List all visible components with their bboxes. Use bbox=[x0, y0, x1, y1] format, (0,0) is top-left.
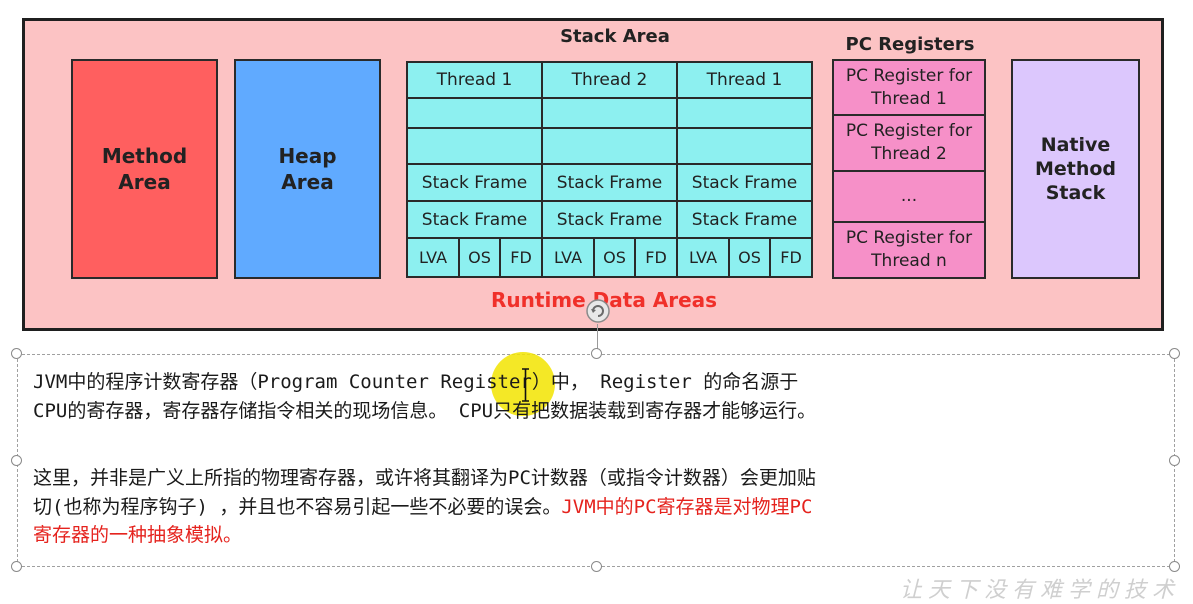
stack-frame-cell: Stack Frame bbox=[676, 163, 813, 202]
stack-frame-cell: Stack Frame bbox=[541, 200, 678, 239]
stack-cell-empty bbox=[676, 127, 813, 165]
resize-handle-middle-right[interactable] bbox=[1169, 455, 1180, 466]
stack-frame-cell: Stack Frame bbox=[406, 200, 543, 239]
pc-register-thread-2: PC Register for Thread 2 bbox=[832, 114, 986, 172]
thread-header-3: Thread 1 bbox=[676, 61, 813, 99]
thread-header-2: Thread 2 bbox=[541, 61, 678, 99]
stack-cell-empty bbox=[541, 127, 678, 165]
stack-cell-empty bbox=[676, 97, 813, 129]
paragraph-2-line-2[interactable]: 切(也称为程序钩子) ，并且也不容易引起一些不必要的误会。JVM中的PC寄存器是… bbox=[33, 494, 812, 521]
stack-frame-cell: Stack Frame bbox=[676, 200, 813, 239]
paragraph-1-line-1[interactable]: JVM中的程序计数寄存器（Program Counter Register）中，… bbox=[33, 371, 799, 393]
cursor-highlight bbox=[491, 352, 555, 416]
pc-registers-title: PC Registers bbox=[845, 34, 975, 55]
stack-frame-cell: Stack Frame bbox=[541, 163, 678, 202]
stack-area-title: Stack Area bbox=[560, 26, 670, 47]
pc-register-thread-1: PC Register for Thread 1 bbox=[832, 59, 986, 116]
runtime-data-areas-label: Runtime Data Areas bbox=[491, 288, 718, 312]
heap-area-box: Heap Area bbox=[234, 59, 381, 279]
resize-handle-bottom-right[interactable] bbox=[1169, 561, 1180, 572]
resize-handle-bottom-left[interactable] bbox=[11, 561, 22, 572]
rotate-handle-icon[interactable] bbox=[585, 298, 611, 324]
method-area-box: Method Area bbox=[71, 59, 218, 279]
fd-cell: FD bbox=[634, 237, 678, 278]
native-method-stack-box: Native Method Stack bbox=[1011, 59, 1140, 279]
paragraph-1-line-2[interactable]: CPU的寄存器，寄存器存储指令相关的现场信息。 CPU只有把数据装载到寄存器才能… bbox=[33, 400, 817, 422]
fd-cell: FD bbox=[769, 237, 813, 278]
fd-cell: FD bbox=[499, 237, 543, 278]
lva-cell: LVA bbox=[541, 237, 595, 278]
paragraph-2-normal-text: 切(也称为程序钩子) ，并且也不容易引起一些不必要的误会。 bbox=[33, 496, 562, 518]
resize-handle-top-right[interactable] bbox=[1169, 348, 1180, 359]
resize-handle-bottom-center[interactable] bbox=[591, 561, 602, 572]
lva-cell: LVA bbox=[676, 237, 730, 278]
os-cell: OS bbox=[728, 237, 771, 278]
stack-cell-empty bbox=[406, 97, 543, 129]
resize-handle-top-left[interactable] bbox=[11, 348, 22, 359]
paragraph-2-line-3[interactable]: 寄存器的一种抽象模拟。 bbox=[33, 524, 243, 546]
paragraph-2-highlight-text: JVM中的PC寄存器是对物理PC bbox=[561, 496, 813, 518]
watermark: 让天下没有难学的技术 bbox=[900, 578, 1181, 603]
pc-register-ellipsis: ... bbox=[832, 170, 986, 223]
thread-header-1: Thread 1 bbox=[406, 61, 543, 99]
pc-register-thread-n: PC Register for Thread n bbox=[832, 221, 986, 279]
stack-cell-empty bbox=[406, 127, 543, 165]
resize-handle-middle-left[interactable] bbox=[11, 455, 22, 466]
resize-handle-top-center[interactable] bbox=[591, 348, 602, 359]
os-cell: OS bbox=[593, 237, 636, 278]
stack-cell-empty bbox=[541, 97, 678, 129]
paragraph-2-line-1[interactable]: 这里，并非是广义上所指的物理寄存器，或许将其翻译为PC计数器（或指令计数器）会更… bbox=[33, 467, 816, 489]
stack-frame-cell: Stack Frame bbox=[406, 163, 543, 202]
os-cell: OS bbox=[458, 237, 501, 278]
ibeam-cursor-icon bbox=[521, 368, 530, 402]
selection-connector-line bbox=[597, 324, 598, 356]
lva-cell: LVA bbox=[406, 237, 460, 278]
